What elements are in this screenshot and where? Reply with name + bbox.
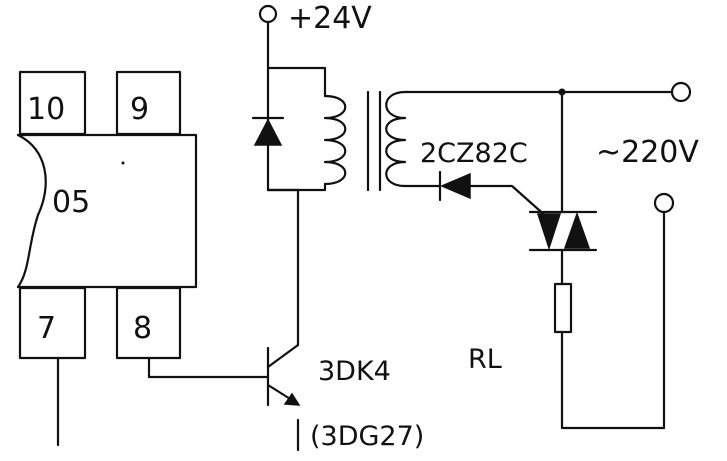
- transistor-alt-label: (3DG27): [310, 421, 424, 452]
- pin-8-label: 8: [133, 311, 152, 346]
- ic-pin-10: [18, 70, 87, 136]
- ic-05: 10 9 7 8 05: [16, 70, 198, 447]
- secondary-winding: [385, 90, 564, 188]
- pin-9-label: 9: [130, 92, 149, 127]
- triac-diode-up-icon: [563, 211, 591, 249]
- emitter-arrow-icon: [283, 392, 301, 406]
- ac-terminal-top-icon: [670, 81, 692, 103]
- diode-2cz82c: 2CZ82C: [420, 138, 550, 220]
- supply-terminal-icon: [258, 4, 278, 24]
- supply-label: +24V: [288, 1, 372, 36]
- ic-body: [16, 133, 198, 289]
- stray-dot: [121, 161, 125, 165]
- load-return-wire: [560, 330, 666, 430]
- load-label: RL: [468, 344, 502, 375]
- transistor-label: 3DK4: [318, 356, 391, 387]
- ic-name-label: 05: [52, 185, 90, 220]
- secondary-coil: [385, 90, 407, 188]
- diode-label: 2CZ82C: [420, 138, 528, 169]
- ic-pin-9: [115, 70, 182, 136]
- base-wire: [147, 356, 270, 379]
- load-rl: RL: [468, 282, 666, 430]
- coil-winding: [323, 94, 347, 186]
- gate-wire: [468, 184, 550, 220]
- ac-terminal-bottom-icon: [653, 192, 675, 214]
- diode-icon: [440, 172, 471, 200]
- resistor-icon: [553, 282, 573, 334]
- transistor-3dk4: 3DK4 (3DG27): [266, 188, 424, 452]
- relay-coil: [251, 66, 347, 192]
- flywheel-diode-icon: [253, 118, 283, 146]
- ic-break-line: [16, 133, 47, 289]
- ic-pin-7: [18, 286, 87, 360]
- coil-loop-wire: [266, 66, 327, 192]
- ac-label: ~220V: [596, 135, 699, 170]
- transistor-collector: [266, 343, 300, 369]
- triac: [528, 90, 598, 286]
- triac-diode-down-icon: [536, 213, 562, 251]
- pin-10-label: 10: [27, 92, 65, 127]
- ac-supply: ~220V: [558, 81, 699, 430]
- pin-7-label: 7: [37, 311, 56, 346]
- supply-24v: +24V: [258, 1, 372, 70]
- coil-top-wire: [266, 66, 327, 98]
